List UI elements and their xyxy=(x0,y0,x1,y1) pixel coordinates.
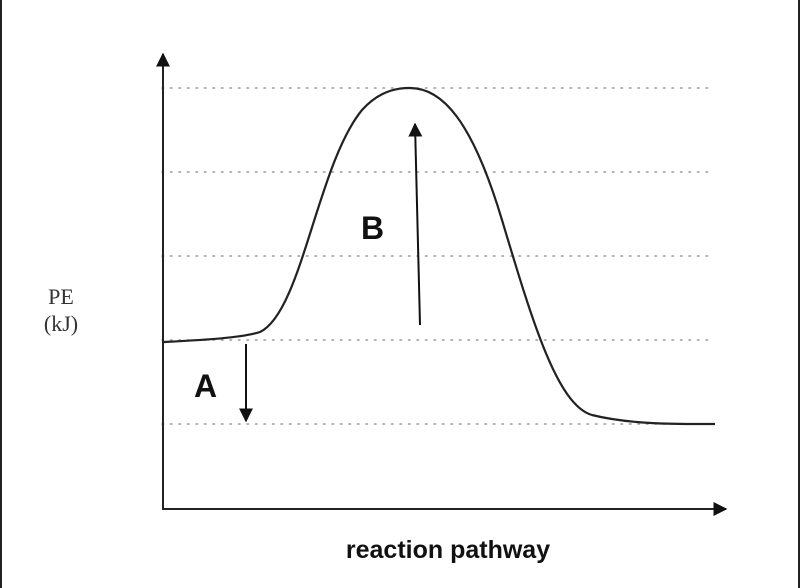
x-axis-label: reaction pathway xyxy=(346,536,550,564)
marker-b-label: B xyxy=(361,210,384,246)
y-axis-label-line2: (kJ) xyxy=(44,311,78,336)
marker-a-label: A xyxy=(194,368,217,404)
energy-curve xyxy=(163,86,716,426)
y-axis-label-line1: PE xyxy=(48,284,74,309)
arrow-b xyxy=(408,122,423,326)
gridlines xyxy=(161,87,715,425)
